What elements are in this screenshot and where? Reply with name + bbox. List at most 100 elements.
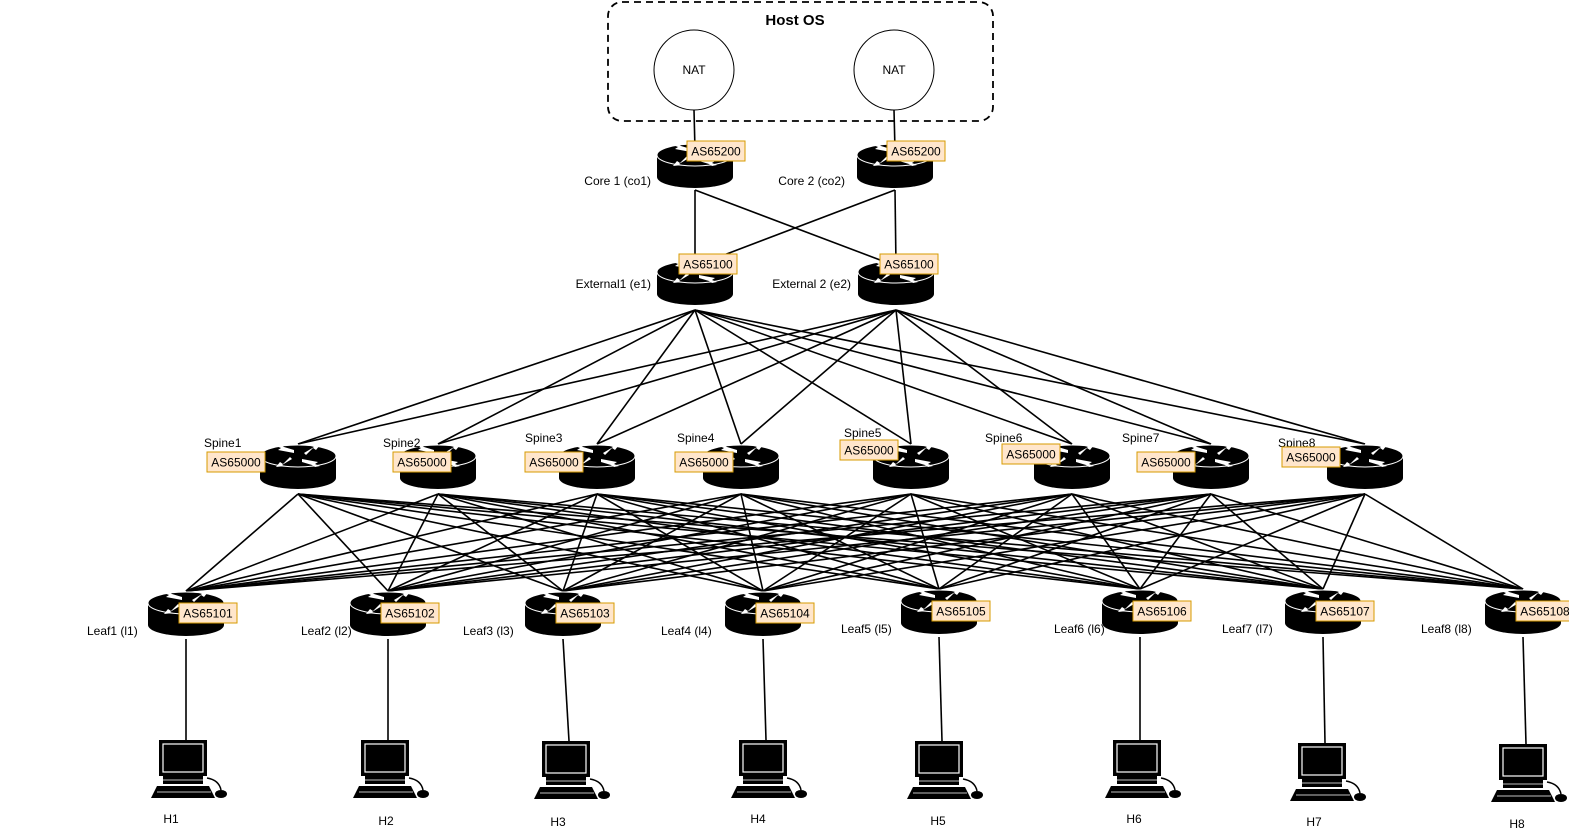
link-spine6-leaf7: [1071, 493, 1324, 590]
host-label-6: H6: [1126, 812, 1142, 826]
leaf-asn-badge-7-text: AS65107: [1320, 605, 1370, 619]
spine-asn-badge-1: AS65000: [206, 451, 266, 473]
spine-asn-badge-2: AS65000: [392, 451, 452, 473]
host-computer-icon-5[interactable]: [906, 740, 984, 800]
host-computer-icon-2[interactable]: [352, 739, 430, 799]
link-spine3-leaf8: [596, 493, 1524, 590]
leaf-asn-badge-8: AS65108: [1515, 600, 1569, 622]
core-label-2: Core 2 (co2): [778, 174, 845, 188]
spine-asn-badge-6-text: AS65000: [1006, 448, 1056, 462]
link-spine5-leaf5: [910, 493, 940, 590]
link-leaf5-host5: [938, 636, 943, 742]
link-spine4-leaf7: [740, 493, 1324, 590]
link-core2-ext1: [694, 189, 896, 267]
core-label-1: Core 1 (co1): [584, 174, 651, 188]
host-computer-icon-4[interactable]: [730, 739, 808, 799]
leaf-label-8: Leaf8 (l8): [1421, 622, 1472, 636]
link-ext2-spine5: [895, 309, 912, 445]
link-spine5-leaf3: [562, 493, 912, 592]
spine-label-2: Spine2: [383, 436, 421, 450]
link-spine3-leaf7: [596, 493, 1324, 590]
link-spine8-leaf1: [185, 493, 1366, 592]
nat-label-1: NAT: [682, 63, 706, 77]
host-label-7: H7: [1306, 815, 1322, 829]
host-os-frame: [607, 1, 994, 122]
link-spine6-leaf4: [762, 493, 1073, 592]
nat-label-2: NAT: [882, 63, 906, 77]
host-computer-icon-1[interactable]: [150, 739, 228, 799]
host-label-3: H3: [550, 815, 566, 829]
host-computer-icon-7[interactable]: [1289, 742, 1367, 802]
link-spine7-leaf1: [185, 493, 1212, 592]
link-ext2-spine8: [895, 309, 1366, 445]
link-ext2-spine2: [437, 309, 897, 445]
link-ext1-spine8: [694, 309, 1366, 445]
nat-node-1[interactable]: [653, 29, 735, 111]
host-computer-icon-3[interactable]: [533, 740, 611, 800]
link-spine1-leaf8: [297, 493, 1524, 590]
spine-asn-badge-8-text: AS65000: [1286, 451, 1336, 465]
core-asn-badge-1-text: AS65200: [691, 145, 741, 159]
leaf-asn-badge-5: AS65105: [931, 600, 991, 622]
spine-asn-badge-4: AS65000: [674, 451, 734, 473]
link-spine8-leaf6: [1139, 493, 1366, 590]
link-ext2-spine7: [895, 309, 1212, 445]
leaf-label-7: Leaf7 (l7): [1222, 622, 1273, 636]
host-label-2: H2: [378, 814, 394, 828]
external-asn-badge-1-text: AS65100: [683, 258, 733, 272]
spine-asn-badge-3-text: AS65000: [529, 456, 579, 470]
link-ext2-spine1: [297, 309, 897, 445]
link-spine8-leaf2: [387, 493, 1366, 592]
leaf-label-5: Leaf5 (l5): [841, 622, 892, 636]
link-ext2-spine3: [596, 309, 897, 445]
spine-label-3: Spine3: [525, 431, 563, 445]
link-spine5-leaf7: [910, 493, 1324, 590]
host-label-8: H8: [1509, 817, 1525, 831]
links-layer: [185, 109, 1527, 745]
link-spine5-leaf6: [910, 493, 1141, 590]
link-spine7-leaf3: [562, 493, 1212, 592]
link-spine5-leaf4: [762, 493, 912, 592]
spine-label-1: Spine1: [204, 436, 242, 450]
link-ext1-spine1: [297, 309, 696, 445]
link-ext1-spine5: [694, 309, 912, 445]
link-spine8-leaf5: [938, 493, 1366, 590]
link-spine3-leaf2: [387, 493, 598, 592]
link-spine4-leaf5: [740, 493, 940, 590]
leaf-asn-badge-7: AS65107: [1315, 600, 1375, 622]
link-spine5-leaf8: [910, 493, 1524, 590]
link-spine8-leaf3: [562, 493, 1366, 592]
spine-asn-badge-6: AS65000: [1001, 443, 1061, 465]
leaf-asn-badge-6-text: AS65106: [1137, 605, 1187, 619]
link-spine2-leaf8: [437, 493, 1524, 590]
link-spine4-leaf4: [740, 493, 764, 592]
link-spine1-leaf4: [297, 493, 764, 592]
host-computer-icon-8[interactable]: [1490, 743, 1568, 803]
leaf-label-1: Leaf1 (l1): [87, 624, 138, 638]
leaf-asn-badge-6: AS65106: [1132, 600, 1192, 622]
leaf-label-2: Leaf2 (l2): [301, 624, 352, 638]
link-spine2-leaf4: [437, 493, 764, 592]
nat-node-2[interactable]: [853, 29, 935, 111]
link-spine4-leaf2: [387, 493, 742, 592]
host-label-5: H5: [930, 814, 946, 828]
leaf-asn-badge-8-text: AS65108: [1520, 605, 1569, 619]
nodes-layer: [147, 1, 1568, 803]
core-asn-badge-2-text: AS65200: [891, 145, 941, 159]
link-spine5-leaf1: [185, 493, 912, 592]
spine-asn-badge-2-text: AS65000: [397, 456, 447, 470]
external-asn-badge-2-text: AS65100: [884, 258, 934, 272]
link-spine6-leaf3: [562, 493, 1073, 592]
link-leaf3-host3: [562, 638, 570, 742]
link-spine8-leaf8: [1364, 493, 1524, 590]
leaf-asn-badge-1-text: AS65101: [183, 607, 233, 621]
link-ext2-spine4: [740, 309, 897, 445]
spine-router-1[interactable]: [259, 444, 337, 490]
host-computer-icon-6[interactable]: [1104, 739, 1182, 799]
link-spine7-leaf2: [387, 493, 1212, 592]
link-leaf8-host8: [1522, 636, 1527, 745]
spine-asn-badge-4-text: AS65000: [679, 456, 729, 470]
link-spine4-leaf1: [185, 493, 742, 592]
spine-label-7: Spine7: [1122, 431, 1160, 445]
